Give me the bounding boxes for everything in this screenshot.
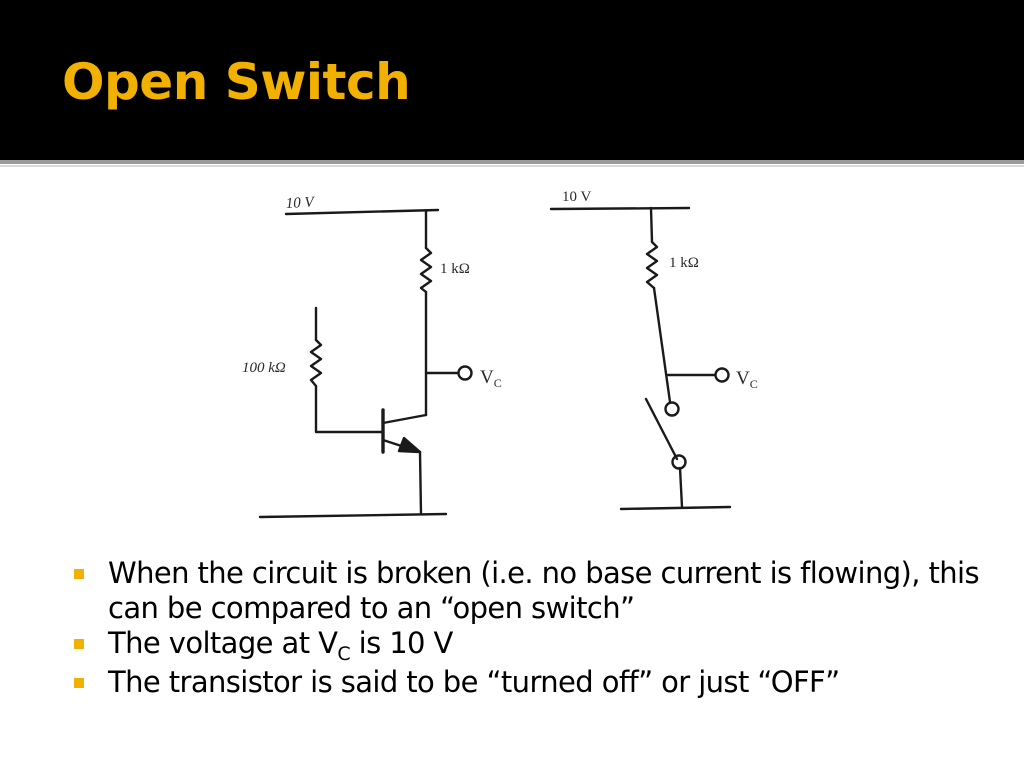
right-wire-middle	[652, 286, 672, 404]
left-collector-resistor	[419, 246, 433, 294]
right-wire-bottom	[678, 466, 684, 509]
transistor-collector	[381, 413, 428, 425]
bullet-item: When the circuit is broken (i.e. no base…	[72, 556, 992, 626]
bullet-text-prefix: The voltage at V	[108, 626, 338, 660]
bullet-item: The transistor is said to be “turned off…	[72, 665, 992, 700]
switch-blade	[644, 397, 679, 461]
left-base-wire	[314, 384, 385, 434]
left-circuit	[258, 208, 473, 519]
header-divider-shadow	[0, 165, 1024, 167]
left-output-terminal	[457, 365, 473, 381]
left-emitter-wire	[418, 450, 423, 516]
right-supply-rail	[549, 206, 691, 211]
switch-lower-contact	[671, 454, 687, 470]
bullet-square-icon	[74, 569, 84, 579]
slide-header: Open Switch	[0, 0, 1024, 160]
left-ground-rail	[258, 512, 448, 519]
slide-title: Open Switch	[62, 53, 411, 111]
left-base-resistor	[309, 338, 323, 388]
left-supply-rail	[284, 208, 440, 216]
bullet-text-suffix: is 10 V	[350, 626, 454, 660]
right-resistor-label: 1 kΩ	[669, 255, 699, 271]
left-output-label: VC	[480, 367, 502, 390]
right-wire-top	[649, 206, 654, 244]
left-base-resistor-label: 100 kΩ	[242, 360, 286, 376]
switch-upper-contact	[664, 401, 680, 417]
right-output-terminal	[714, 367, 730, 383]
left-collector-resistor-label: 1 kΩ	[440, 261, 470, 277]
bullet-subscript: C	[337, 643, 350, 665]
left-supply-label: 10 V	[285, 194, 316, 212]
transistor-emitter	[381, 438, 422, 454]
bullet-square-icon	[74, 678, 84, 688]
bullet-item: The voltage at VC is 10 V	[72, 626, 992, 665]
bullet-list: When the circuit is broken (i.e. no base…	[72, 556, 992, 700]
header-divider	[0, 160, 1024, 164]
emitter-arrow	[397, 436, 422, 454]
bullet-text: When the circuit is broken (i.e. no base…	[108, 556, 980, 625]
right-resistor	[645, 240, 659, 290]
right-output-label: VC	[736, 368, 758, 391]
bullet-square-icon	[74, 639, 84, 649]
right-supply-label: 10 V	[562, 189, 591, 205]
right-circuit	[549, 206, 732, 511]
bullet-text: The transistor is said to be “turned off…	[108, 665, 840, 699]
right-ground-rail	[619, 505, 732, 511]
